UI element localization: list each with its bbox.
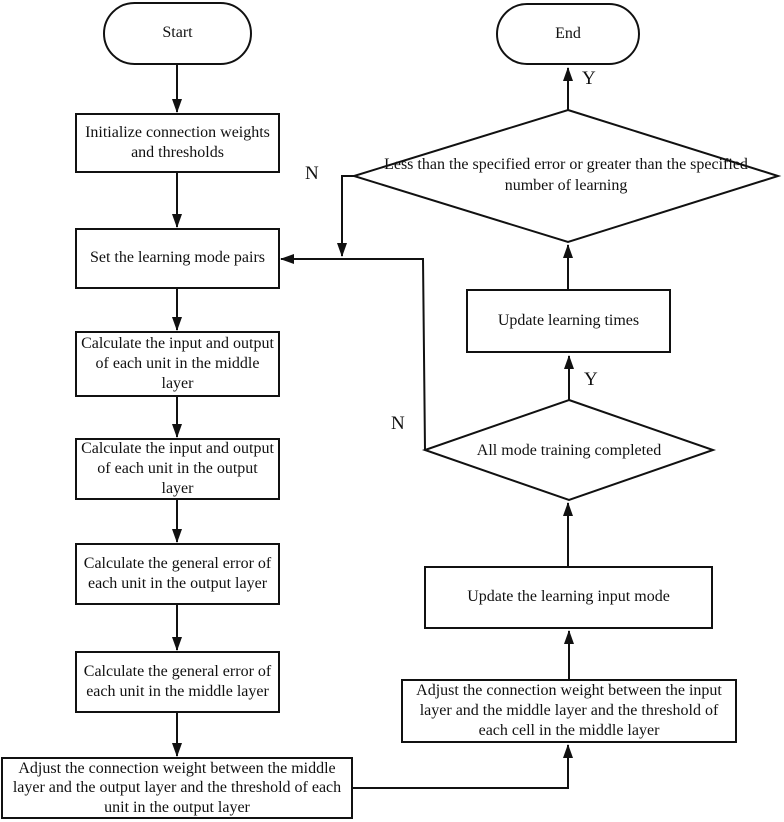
error-middle-layer-node: Calculate the general error of each unit…: [75, 651, 280, 713]
start-label: Start: [162, 24, 193, 42]
label-allmode-yes: Y: [584, 369, 598, 390]
label-allmode-no: N: [391, 413, 405, 434]
error-middle-layer-label: Calculate the general error of each unit…: [83, 662, 272, 700]
error-output-layer-node: Calculate the general error of each unit…: [75, 543, 280, 605]
calc-middle-io-node: Calculate the input and output of each u…: [75, 331, 280, 397]
edge-allmode-no-loop: [280, 254, 426, 451]
decision-allmode-shape: [421, 398, 717, 502]
update-learning-times-node: Update learning times: [466, 289, 671, 353]
end-label: End: [555, 24, 581, 42]
edge-error-no-loop: [337, 175, 354, 257]
calc-output-io-node: Calculate the input and output of each u…: [75, 438, 280, 500]
adjust-input-middle-node: Adjust the connection weight between the…: [401, 679, 737, 743]
decision-error-shape: [350, 108, 782, 244]
adjust-input-middle-label: Adjust the connection weight between the…: [416, 682, 722, 739]
set-learning-pairs-node: Set the learning mode pairs: [75, 228, 280, 289]
calc-output-io-label: Calculate the input and output of each u…: [81, 439, 274, 498]
edge-adjmidout-adjinmid: [353, 744, 573, 789]
start-node: Start: [103, 2, 252, 65]
update-learning-times-label: Update learning times: [497, 311, 640, 329]
adjust-middle-output-label: Adjust the connection weight between the…: [12, 759, 342, 816]
label-error-no: N: [305, 163, 319, 184]
end-node: End: [496, 3, 640, 65]
calc-middle-io-label: Calculate the input and output of each u…: [81, 334, 274, 393]
init-weights-node: Initialize connection weights and thresh…: [75, 113, 280, 173]
label-error-yes: Y: [582, 68, 596, 89]
update-input-mode-label: Update the learning input mode: [467, 588, 670, 606]
error-output-layer-label: Calculate the general error of each unit…: [83, 554, 272, 592]
update-input-mode-node: Update the learning input mode: [424, 566, 713, 629]
set-learning-pairs-label: Set the learning mode pairs: [89, 249, 266, 267]
init-weights-label: Initialize connection weights and thresh…: [85, 123, 270, 161]
adjust-middle-output-node: Adjust the connection weight between the…: [1, 757, 353, 819]
